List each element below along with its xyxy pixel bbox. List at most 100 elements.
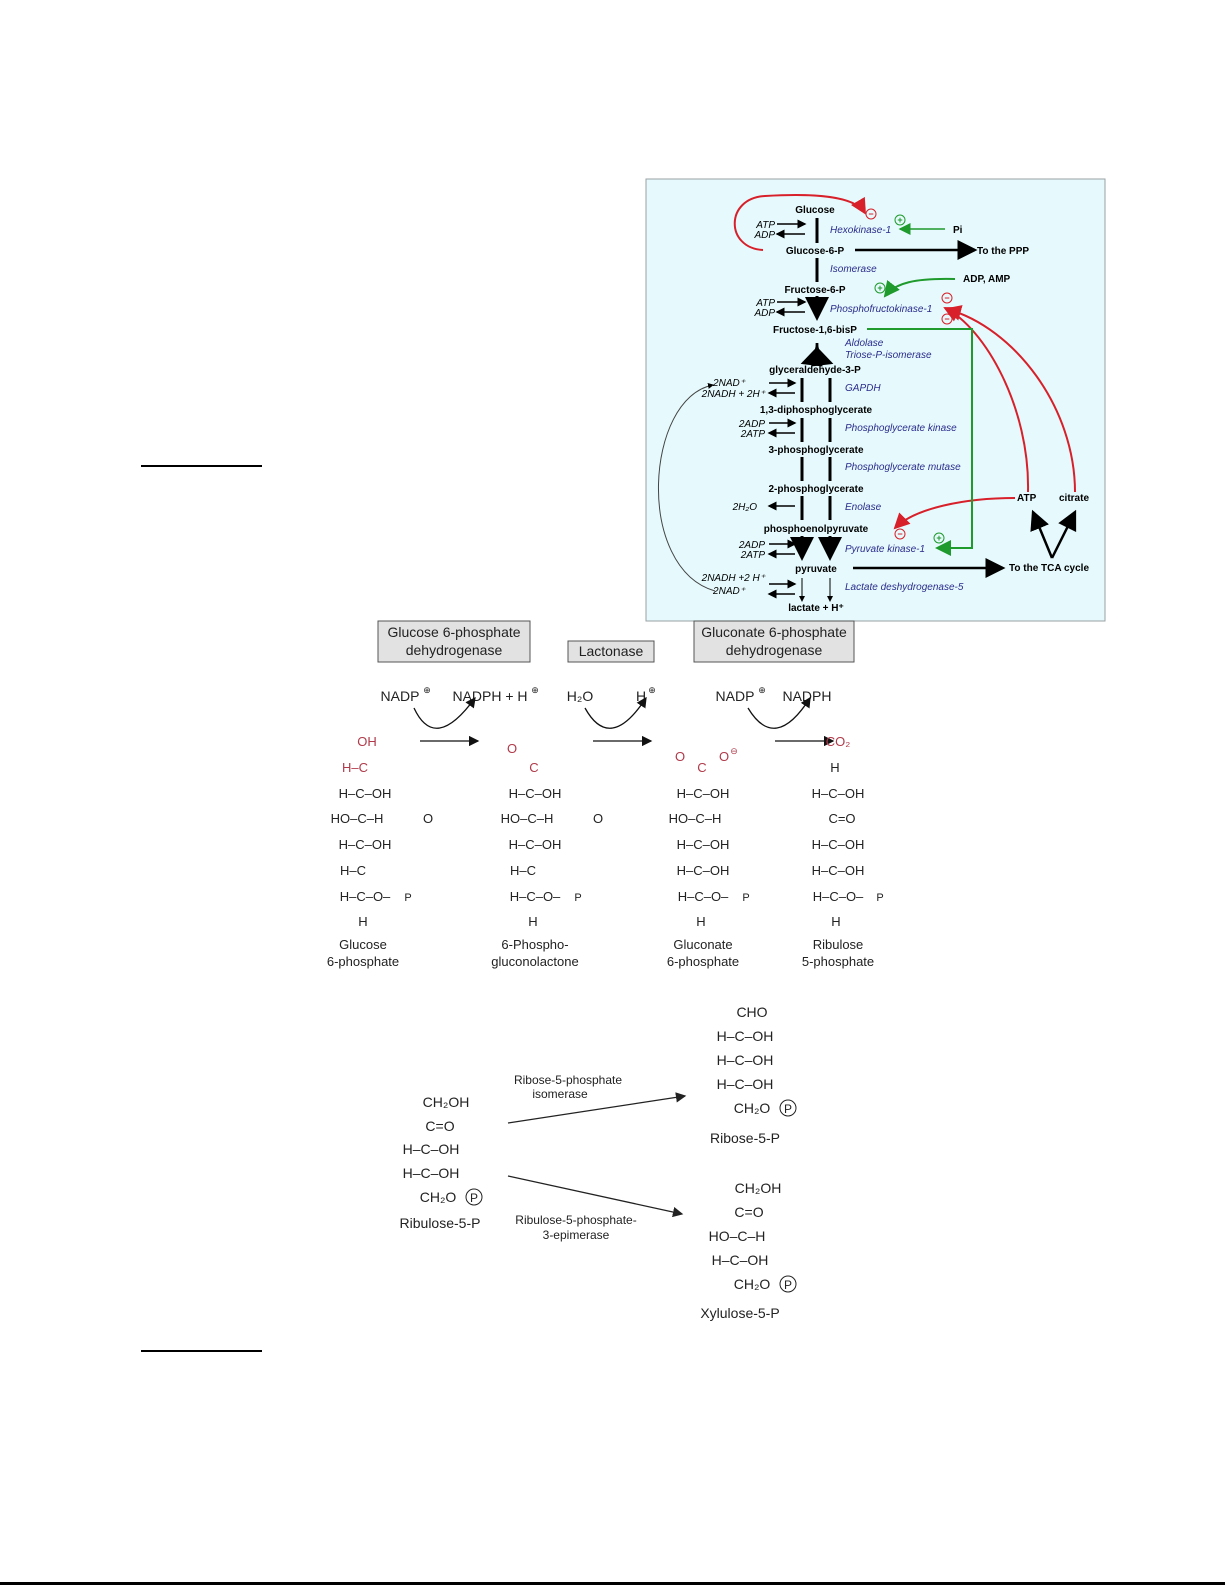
- enzyme-6pgd-line2: dehydrogenase: [726, 642, 823, 658]
- compound-name-line2: gluconolactone: [491, 954, 578, 969]
- cofactor-nadp: NADP: [716, 688, 755, 704]
- enzyme-aldolase: Aldolase: [844, 338, 884, 349]
- svg-text:H–C–OH: H–C–OH: [677, 837, 730, 852]
- cofactor-curve-arrow: [747, 696, 811, 729]
- f16bp-activates-pyruvate-kinase-arrow: [867, 328, 973, 556]
- enzyme-box: [567, 640, 655, 663]
- inhibit-symbol: −: [944, 293, 949, 303]
- enzyme-pyruvate-kinase-1: Pyruvate kinase-1: [845, 544, 925, 555]
- metabolite-2-phosphoglycerate: 2-phosphoglycerate: [768, 484, 863, 495]
- svg-text:C: C: [529, 760, 538, 775]
- exit-to-tca-cycle: To the TCA cycle: [1009, 563, 1089, 574]
- enzyme-phosphofructokinase-1: Phosphofructokinase-1: [830, 304, 932, 315]
- svg-text:H–C–OH: H–C–OH: [717, 1028, 774, 1044]
- svg-text:CH₂OH: CH₂OH: [423, 1094, 470, 1110]
- enzyme-isomerase: Isomerase: [830, 264, 877, 275]
- activate-symbol: +: [897, 215, 902, 225]
- inhibit-symbol: −: [868, 209, 873, 219]
- metabolite-1-3-diphosphoglycerate: 1,3-diphosphoglycerate: [760, 405, 873, 416]
- cofactor-atp: ATP: [755, 298, 775, 309]
- svg-text:O: O: [719, 749, 729, 764]
- enzyme-ribulose-5-phosphate-3-epimerase-line1: Ribulose-5-phosphate-: [515, 1213, 636, 1227]
- charge-plus: ⊕: [758, 685, 766, 695]
- cofactor-h: H: [636, 688, 646, 704]
- inhibit-symbol: −: [897, 529, 902, 539]
- svg-text:H–C–OH: H–C–OH: [712, 1252, 769, 1268]
- charge-plus: ⊕: [531, 685, 539, 695]
- svg-text:H: H: [831, 914, 840, 929]
- svg-text:H–C–OH: H–C–OH: [403, 1141, 460, 1157]
- svg-text:HO–C–H: HO–C–H: [331, 811, 384, 826]
- cofactor-adp: 2ADP: [738, 419, 765, 430]
- compound-name-line1: Gluconate: [673, 937, 732, 952]
- cofactor-curve-arrow: [584, 696, 647, 729]
- svg-text:HO–C–H: HO–C–H: [501, 811, 554, 826]
- glycolysis-regulation-figure: − + + − − − + Glucose Glucose-6-P Fructo…: [645, 178, 1106, 622]
- svg-text:C=O: C=O: [828, 811, 855, 826]
- blank-underline-1: [141, 465, 262, 467]
- adp-amp-activates-pfk-arrow: [883, 277, 956, 298]
- enzyme-box: [693, 620, 855, 663]
- metabolite-fructose-1-6-bisp: Fructose-1,6-bisP: [773, 325, 857, 336]
- svg-text:H–C–OH: H–C–OH: [339, 837, 392, 852]
- substrate-label: Ribulose-5-P: [400, 1215, 481, 1231]
- svg-text:H: H: [528, 914, 537, 929]
- svg-text:CHO: CHO: [736, 1004, 767, 1020]
- svg-text:H–C: H–C: [342, 760, 368, 775]
- regulator-atp: ATP: [1017, 493, 1037, 504]
- activate-symbol: +: [936, 533, 941, 543]
- svg-text:CH₂OH: CH₂OH: [735, 1180, 782, 1196]
- enzyme-phosphoglycerate-mutase: Phosphoglycerate mutase: [845, 462, 961, 473]
- metabolite-glucose-6-p: Glucose-6-P: [786, 246, 845, 257]
- cofactor-h2o: H₂O: [567, 688, 594, 704]
- svg-text:HO–C–H: HO–C–H: [709, 1228, 766, 1244]
- svg-text:P: P: [404, 892, 411, 904]
- svg-text:O: O: [593, 811, 603, 826]
- cofactor-curve-arrow: [413, 696, 476, 729]
- cofactor-nadh: 2NADH + 2H⁺: [701, 389, 766, 400]
- svg-text:O: O: [675, 749, 685, 764]
- tca-to-citrate-arrow: [1050, 509, 1077, 559]
- svg-text:P: P: [574, 892, 581, 904]
- structure-ribose-5-p: CHO H–C–OH H–C–OH H–C–OH CH₂O P: [717, 1004, 797, 1117]
- cofactor-atp: 2ATP: [740, 550, 766, 561]
- cofactor-adp: 2ADP: [738, 540, 765, 551]
- enzyme-triose-p-isomerase: Triose-P-isomerase: [845, 350, 932, 361]
- metabolite-pyruvate: pyruvate: [795, 564, 837, 575]
- activate-symbol: +: [877, 283, 882, 293]
- svg-text:H–C–OH: H–C–OH: [812, 863, 865, 878]
- blank-underline-2: [141, 1350, 262, 1352]
- enzyme-ribulose-5-phosphate-3-epimerase-line2: 3-epimerase: [543, 1228, 610, 1242]
- cofactor-nadph: NADPH: [782, 688, 831, 704]
- enzyme-ribose-5-phosphate-isomerase-line1: Ribose-5-phosphate: [514, 1073, 622, 1087]
- enzyme-lactate-deshydrogenase-5: Lactate deshydrogenase-5: [845, 582, 964, 593]
- metabolite-3-phosphoglycerate: 3-phosphoglycerate: [768, 445, 863, 456]
- compound-name-line1: 6-Phospho-: [501, 937, 568, 952]
- regulator-citrate: citrate: [1059, 493, 1089, 504]
- svg-text:H–C–OH: H–C–OH: [403, 1165, 460, 1181]
- cofactor-nad: 2NAD⁺: [712, 378, 746, 389]
- svg-text:H–C–O–: H–C–O–: [813, 889, 864, 904]
- svg-text:CH₂O: CH₂O: [734, 1276, 771, 1292]
- cofactor-adp: ADP: [753, 230, 775, 241]
- isomerase-reaction-arrow: [507, 1092, 687, 1124]
- svg-text:P: P: [876, 892, 883, 904]
- svg-text:HO–C–H: HO–C–H: [669, 811, 722, 826]
- enzyme-lactonase: Lactonase: [579, 643, 644, 659]
- cofactor-nadph-h: NADPH + H: [452, 688, 527, 704]
- cofactor-nad: 2NAD⁺: [712, 586, 746, 597]
- svg-text:CH₂O: CH₂O: [734, 1100, 771, 1116]
- svg-text:H–C–O–: H–C–O–: [510, 889, 561, 904]
- compound-name-line2: 6-phosphate: [667, 954, 739, 969]
- svg-text:H–C–OH: H–C–OH: [509, 837, 562, 852]
- aldolase-split-arrow: [811, 342, 834, 367]
- panel-background: [645, 178, 1106, 622]
- svg-text:⊖: ⊖: [730, 746, 738, 756]
- inhibit-symbol: −: [944, 314, 949, 324]
- compound-name-line1: Glucose: [339, 937, 387, 952]
- tca-to-atp-arrow: [1030, 509, 1054, 559]
- enzyme-hexokinase-1: Hexokinase-1: [830, 225, 891, 236]
- metabolite-lactate: lactate + H⁺: [788, 603, 844, 614]
- product-co2: CO₂: [826, 734, 851, 749]
- svg-text:C=O: C=O: [425, 1118, 454, 1134]
